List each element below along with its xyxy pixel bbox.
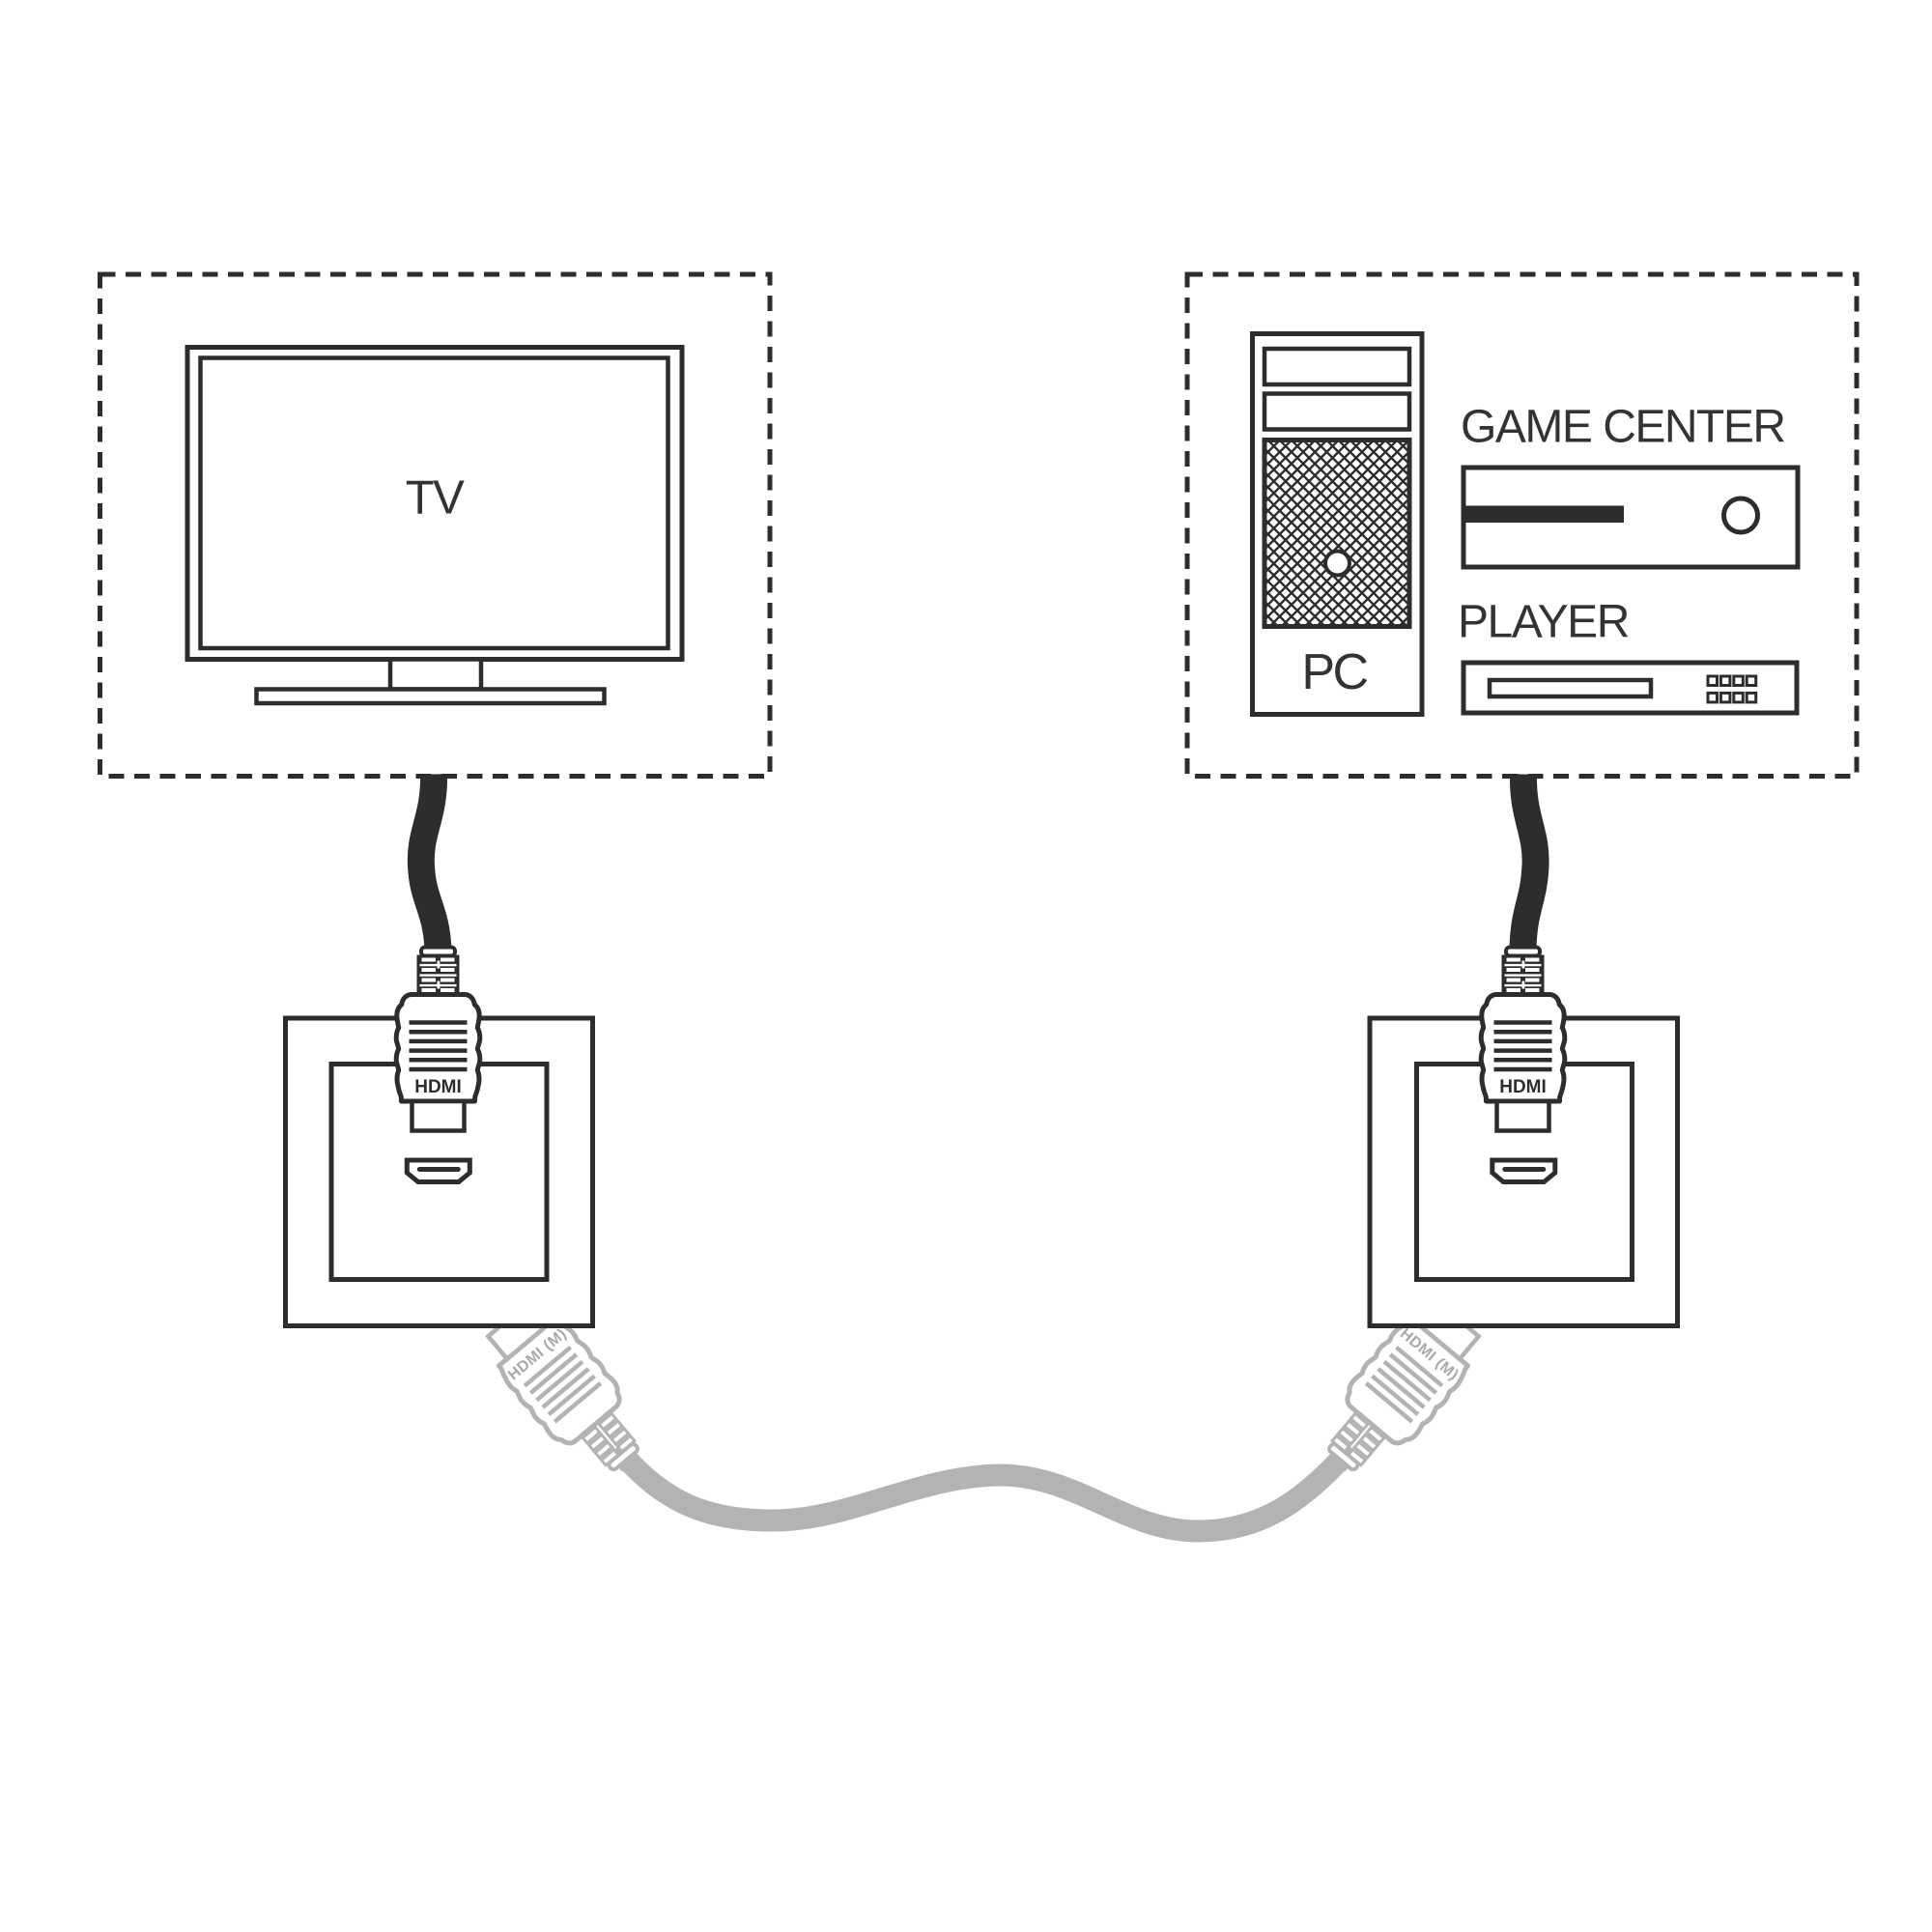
svg-text:TV: TV [406,472,465,525]
svg-text:PLAYER: PLAYER [1458,597,1629,648]
svg-text:PC: PC [1301,644,1367,700]
svg-text:GAME CENTER: GAME CENTER [1461,402,1785,453]
